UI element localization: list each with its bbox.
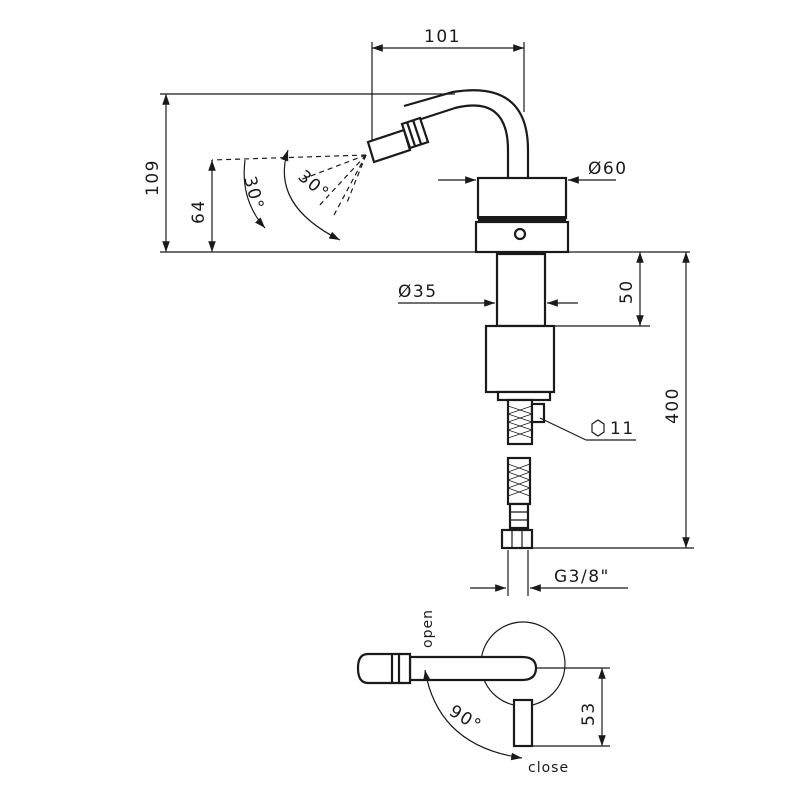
nozzle xyxy=(366,116,430,164)
dim-60-label: Ø60 xyxy=(588,159,628,179)
rotation-arc xyxy=(423,669,523,761)
lower-body xyxy=(484,324,556,394)
dim-spout-reach: 101 xyxy=(371,27,525,140)
dim-connection-thread: G3/8" xyxy=(470,550,628,596)
dim-body-diameter: Ø60 xyxy=(438,159,628,186)
dim-11-label: 11 xyxy=(610,419,635,439)
dim-shank-height: 50 xyxy=(546,252,650,327)
spout-inner xyxy=(403,89,530,215)
dim-hose-length: 400 xyxy=(532,252,694,549)
hose-bottom xyxy=(500,456,534,550)
open-label: open xyxy=(420,609,436,648)
faucet-top-view: 90° 53 open close xyxy=(356,609,610,776)
dim-50-label: 50 xyxy=(617,279,637,304)
dim-nut-size: 11 xyxy=(539,417,636,441)
angle-1-label: 30° xyxy=(239,174,267,213)
handle-pin xyxy=(513,227,527,241)
body-upper xyxy=(476,176,568,220)
dim-shank-diameter: Ø35 xyxy=(398,282,578,307)
dim-101-label: 101 xyxy=(424,27,461,47)
spray-lines xyxy=(211,154,367,216)
lever-close xyxy=(512,698,534,748)
dim-64-label: 64 xyxy=(189,199,209,224)
close-label: close xyxy=(528,760,569,776)
rotation-label: 90° xyxy=(445,701,485,736)
angle-2-label: 30° xyxy=(294,167,333,205)
dim-thread-label: G3/8" xyxy=(554,567,610,587)
shank xyxy=(495,252,547,328)
dim-total-height: 109 xyxy=(143,93,455,252)
hex-nut-icon xyxy=(591,419,605,437)
dim-35-label: Ø35 xyxy=(398,282,438,302)
faucet-side-view xyxy=(160,89,690,550)
dim-53-label: 53 xyxy=(579,701,599,726)
lever-grip xyxy=(356,652,412,685)
dim-109-label: 109 xyxy=(143,159,163,196)
angle-arc-1 xyxy=(243,159,266,229)
lower-ring xyxy=(496,390,552,402)
angle-arc-2 xyxy=(281,149,341,241)
spout-outer xyxy=(411,104,510,205)
dim-400-label: 400 xyxy=(663,387,683,424)
dim-nozzle-height: 64 xyxy=(189,160,216,252)
hose-top xyxy=(506,398,546,446)
body-band xyxy=(478,216,566,222)
lever-open xyxy=(408,655,538,682)
